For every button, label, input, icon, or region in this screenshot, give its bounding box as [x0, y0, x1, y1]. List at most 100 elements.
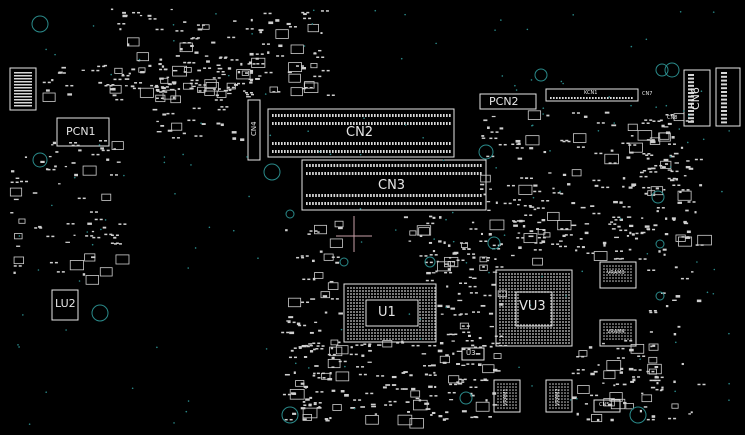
smd-pad	[685, 209, 689, 212]
vu3-ball	[553, 279, 555, 281]
vu3-ball	[508, 303, 510, 305]
vu3-ball	[556, 333, 558, 335]
smd-pad	[370, 403, 376, 406]
u1-label: U1	[378, 305, 396, 320]
smd-pad	[449, 399, 454, 401]
smd-pad	[489, 345, 493, 348]
u1-ball	[353, 302, 355, 304]
u1-ball	[371, 296, 373, 298]
smd-pad	[110, 242, 114, 244]
smd-pad	[537, 236, 541, 239]
cn2-pin	[326, 122, 328, 125]
component-outline	[482, 364, 495, 374]
component-outline	[409, 230, 417, 236]
vram2-ball	[567, 392, 569, 394]
smd-pad	[245, 93, 249, 96]
smd-pad	[201, 123, 206, 125]
cn2-pin	[395, 142, 397, 145]
cn3-pin	[370, 172, 372, 175]
smd-pad	[96, 69, 100, 72]
cn2-pin	[320, 150, 322, 153]
smd-pad	[538, 190, 542, 193]
via	[562, 82, 564, 85]
via	[294, 362, 297, 365]
via	[359, 153, 362, 156]
smd-pad	[306, 345, 310, 348]
vu3-ball	[568, 273, 570, 275]
smd-pad	[52, 141, 57, 145]
via	[227, 74, 230, 77]
vu3-ball	[505, 327, 507, 329]
vram1-ball	[503, 404, 505, 406]
vu3-ball	[556, 339, 558, 341]
smd-pad	[444, 271, 448, 274]
smd-pad	[183, 61, 187, 64]
via	[721, 190, 723, 193]
smd-pad	[325, 10, 329, 12]
cn2-pin	[302, 150, 304, 153]
vu3-ball	[499, 282, 501, 284]
vram4-ball	[630, 338, 632, 340]
smd-pad	[324, 418, 329, 420]
smd-pad	[592, 212, 596, 215]
u1-ball	[377, 329, 379, 331]
cn5-label: CN5	[599, 402, 610, 408]
vram4-ball	[612, 329, 614, 331]
vram2-ball	[558, 404, 560, 406]
smd-pad	[469, 268, 474, 271]
u1-ball	[368, 287, 370, 289]
cn2-pin	[356, 122, 358, 125]
vu3-ball	[529, 279, 531, 281]
u1-ball	[410, 335, 412, 337]
u1-ball	[350, 338, 352, 340]
smd-pad	[179, 47, 183, 51]
cn3-pin	[360, 194, 363, 197]
mounting-holes	[31, 15, 680, 424]
smd-pad	[121, 73, 125, 76]
vu3-ball	[559, 333, 561, 335]
vu3-ball	[502, 333, 504, 335]
cn2-pin	[347, 150, 349, 153]
u1-ball	[362, 299, 364, 301]
smd-pad	[227, 67, 232, 70]
cn2-pin	[302, 142, 304, 145]
left-port-pin	[14, 72, 32, 74]
vu3-label: VU3	[519, 299, 546, 314]
component-outline	[115, 254, 130, 265]
smd-pad	[66, 223, 70, 225]
cn3-pin	[418, 202, 421, 205]
via	[706, 291, 709, 294]
cn3-pin	[391, 164, 394, 167]
smd-pad	[249, 79, 254, 82]
cn2-pin	[290, 122, 292, 125]
smd-pad	[470, 394, 475, 397]
cn3-pin	[318, 194, 320, 197]
smd-pad	[661, 386, 664, 389]
smd-pad	[631, 184, 635, 187]
smd-pad	[134, 82, 138, 84]
u1-ball	[416, 293, 418, 295]
via	[340, 328, 343, 331]
smd-pad	[613, 200, 618, 204]
u1-ball	[362, 332, 364, 334]
vram2-ball	[567, 395, 569, 397]
smd-pad	[672, 177, 676, 180]
vu3-ball	[538, 336, 540, 338]
smd-pad	[616, 357, 620, 359]
cn2-pin	[287, 150, 289, 153]
smd-pad	[663, 188, 666, 191]
u1-ball	[389, 296, 391, 298]
smd-pad	[597, 212, 601, 215]
smd-pad	[370, 392, 374, 395]
smd-pad	[137, 11, 141, 14]
u1-ball	[368, 290, 370, 292]
u1-ball	[410, 287, 412, 289]
smd-pad	[433, 344, 437, 347]
component-outline	[320, 291, 331, 299]
smd-pad	[407, 411, 410, 413]
via	[312, 9, 315, 12]
u1-ball	[425, 293, 427, 295]
smd-pad	[495, 131, 499, 133]
smd-pad	[683, 175, 687, 177]
vram2-ball	[567, 401, 569, 403]
